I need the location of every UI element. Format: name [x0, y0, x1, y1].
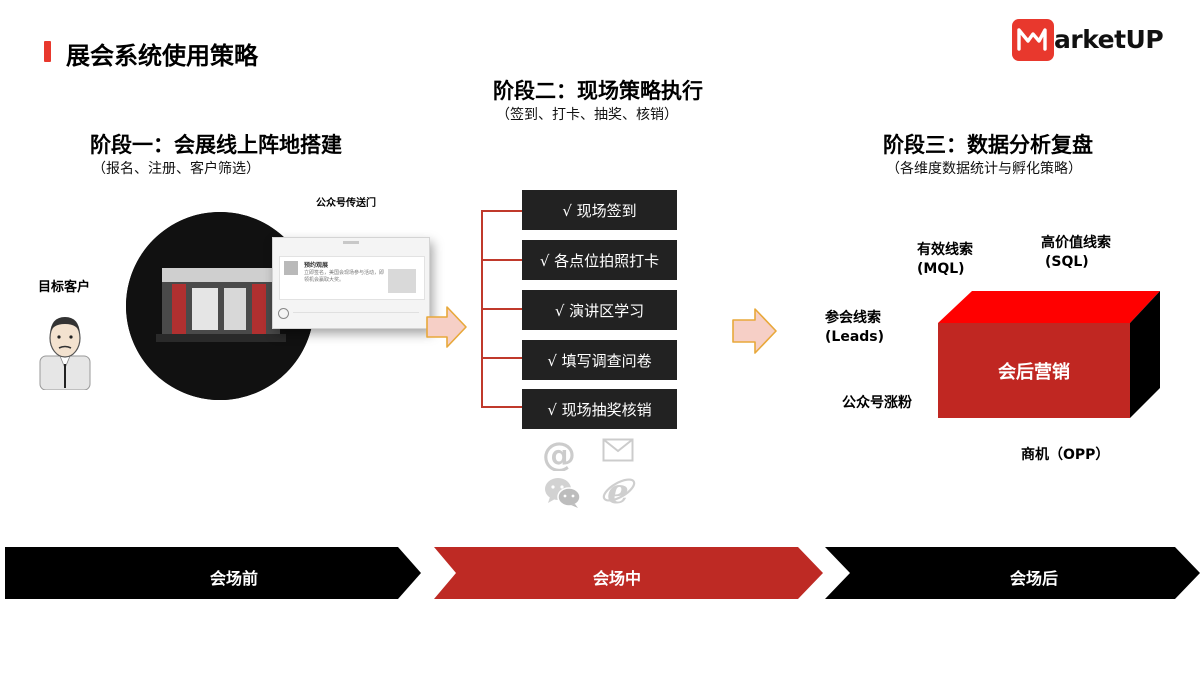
ie-icon: e: [601, 472, 637, 512]
card-avatar: [284, 261, 298, 275]
fans-label: 公众号涨粉: [842, 395, 912, 411]
leads-label-en: (Leads): [825, 329, 885, 345]
mql-label-cn: 有效线索: [917, 242, 973, 258]
stage-two-title: 阶段二：现场策略执行: [493, 79, 703, 103]
step-lecture: √ 演讲区学习: [522, 290, 677, 330]
card-title: 预约观展: [304, 262, 329, 269]
opp-label: 商机（OPP）: [1021, 447, 1110, 463]
bracket-tick: [481, 357, 522, 359]
phase-before-shape: [5, 547, 421, 599]
at-icon: @: [541, 435, 577, 475]
sql-label-cn: 高价值线索: [1041, 235, 1111, 251]
svg-text:e: e: [607, 472, 629, 508]
svg-text:@: @: [542, 437, 576, 471]
page-title: 展会系统使用策略: [66, 42, 258, 70]
wechat-icon: [543, 476, 583, 510]
bracket-tick: [481, 406, 522, 408]
marketing-cube: [936, 290, 1162, 420]
stage-three-subtitle: （各维度数据统计与孵化策略）: [886, 161, 1082, 177]
stage-three-title: 阶段三：数据分析复盘: [883, 133, 1093, 157]
step-survey: √ 填写调查问卷: [522, 340, 677, 380]
arrow-right-icon: [425, 304, 469, 350]
target-customer-label: 目标客户: [38, 280, 91, 295]
card-thumbnail: [388, 269, 416, 293]
phase-after-label: 会场后: [1010, 569, 1059, 588]
title-accent-bar: [44, 41, 51, 62]
stage-one-subtitle: （报名、注册、客户筛选）: [92, 161, 260, 177]
card-body: 预约观展 立即签名，美国会现场参与活动，即领机会赢取大奖。: [279, 256, 425, 300]
customer-avatar-icon: [38, 312, 92, 391]
voice-icon: [278, 308, 289, 319]
bracket-tick: [481, 259, 522, 261]
card-divider: [293, 312, 419, 313]
card-status-bar: [343, 241, 359, 244]
sql-label: 高价值线索 (SQL): [1041, 234, 1111, 272]
phase-before-label: 会场前: [210, 569, 259, 588]
cube-label: 会后营销: [998, 362, 1070, 383]
logo-text: arketUP: [1054, 25, 1164, 54]
leads-label: 参会线索 (Leads): [825, 309, 884, 347]
logo-mark-icon: [1012, 19, 1054, 61]
phase-during-label: 会场中: [593, 569, 642, 588]
wechat-card: 预约观展 立即签名，美国会现场参与活动，即领机会赢取大奖。: [272, 237, 430, 329]
step-checkin: √ 现场签到: [522, 190, 677, 230]
step-photo-checkin: √ 各点位拍照打卡: [522, 240, 677, 280]
phase-bar: [0, 547, 1200, 599]
mql-label: 有效线索 (MQL): [917, 241, 973, 279]
card-text: 立即签名，美国会现场参与活动，即领机会赢取大奖。: [304, 270, 385, 283]
mail-icon: [602, 438, 634, 462]
phase-after-shape: [825, 547, 1200, 599]
bracket-tick: [481, 210, 522, 212]
sql-label-en: (SQL): [1045, 254, 1089, 270]
bracket-tick: [481, 308, 522, 310]
stage-one-title: 阶段一：会展线上阵地搭建: [90, 133, 342, 157]
mql-label-en: (MQL): [917, 261, 965, 277]
phase-during-shape: [434, 547, 823, 599]
stage-two-subtitle: （签到、打卡、抽奖、核销）: [496, 107, 678, 123]
portal-label: 公众号传送门: [316, 198, 376, 209]
arrow-right-icon: [731, 306, 779, 356]
step-lottery: √ 现场抽奖核销: [522, 389, 677, 429]
leads-label-cn: 参会线索: [825, 310, 881, 326]
marketup-logo: arketUP: [1012, 19, 1174, 63]
